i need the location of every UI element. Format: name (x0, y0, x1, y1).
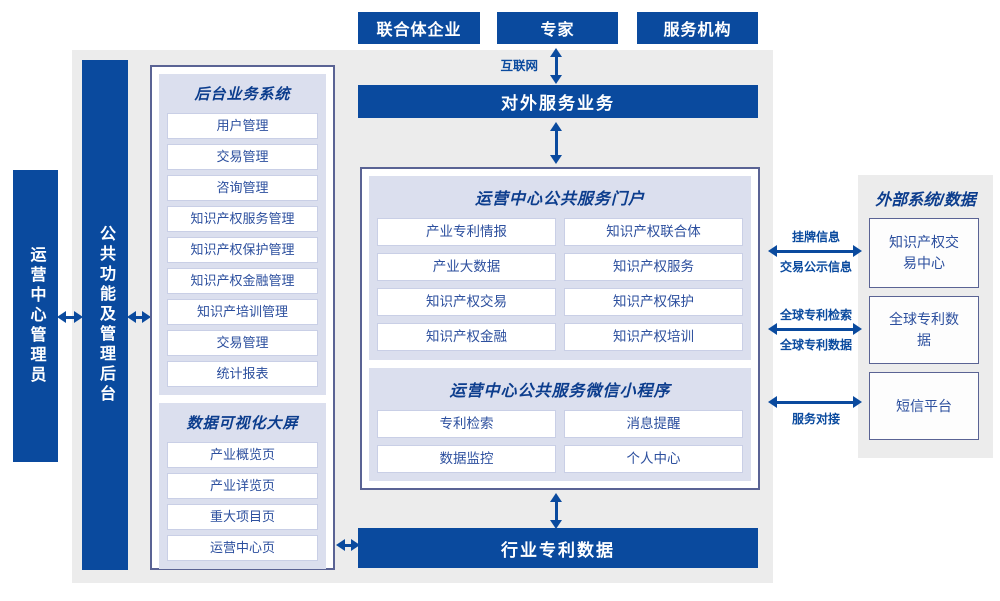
backend-system-section: 后台业务系统 用户管理 交易管理 咨询管理 知识产权服务管理 知识产权保护管理 … (159, 74, 326, 395)
leftbox-to-patentdata-arrow (344, 544, 352, 547)
portal-item: 知识产权保护 (564, 288, 743, 316)
public-functions-backend-bar: 公共功能及管理后台 (82, 60, 128, 570)
link-label-trade-publicity: 交易公示信息 (779, 260, 852, 274)
portal-item: 知识产权金融 (377, 323, 556, 351)
miniprogram-item: 专利检索 (377, 410, 556, 438)
admin-backend-arrow (65, 316, 75, 319)
data-viz-title: 数据可视化大屏 (186, 415, 299, 432)
link-label-global-patent-search: 全球专利检索 (779, 308, 852, 322)
link-label-listing-info: 挂牌信息 (791, 230, 840, 244)
internet-label: 互联网 (500, 59, 538, 73)
data-viz-section: 数据可视化大屏 产业概览页 产业详览页 重大项目页 运营中心页 (159, 403, 326, 569)
actor-label: 联合体企业 (376, 22, 462, 39)
backend-leftbox-arrow (135, 316, 143, 319)
service-to-portal-arrow (555, 130, 558, 156)
portal-to-patentdata-arrow (555, 501, 558, 521)
link-arrow-ip-trade (776, 250, 854, 253)
portal-section: 运营中心公共服务门户 产业专利情报 知识产权联合体 产业大数据 知识产权服务 知… (369, 176, 751, 360)
actor-expert: 专家 (497, 12, 618, 44)
miniprogram-item: 数据监控 (377, 445, 556, 473)
backend-item: 统计报表 (167, 361, 318, 387)
actor-service-agency: 服务机构 (637, 12, 758, 44)
miniprogram-title: 运营中心公共服务微信小程序 (449, 383, 671, 400)
portal-item: 知识产权交易 (377, 288, 556, 316)
external-system-ip-trade-center: 知识产权交易中心 (869, 218, 979, 288)
dataviz-item: 运营中心页 (167, 535, 318, 561)
portal-container: 运营中心公共服务门户 产业专利情报 知识产权联合体 产业大数据 知识产权服务 知… (360, 167, 760, 490)
external-system-global-patent-data: 全球专利数据 (869, 296, 979, 364)
operations-admin-bar: 运营中心管理员 (13, 170, 58, 462)
internet-double-arrow (555, 56, 558, 76)
link-arrow-sms (776, 401, 854, 404)
portal-item: 产业大数据 (377, 253, 556, 281)
backend-item: 交易管理 (167, 330, 318, 356)
backend-system-title: 后台业务系统 (194, 86, 291, 103)
industry-patent-data-label: 行业专利数据 (501, 540, 615, 560)
actor-consortium-enterprise: 联合体企业 (358, 12, 480, 44)
portal-item: 知识产权服务 (564, 253, 743, 281)
miniprogram-item: 个人中心 (564, 445, 743, 473)
link-arrow-global-patent (776, 328, 854, 331)
external-system-sms-platform: 短信平台 (869, 372, 979, 440)
miniprogram-section: 运营中心公共服务微信小程序 专利检索 消息提醒 数据监控 个人中心 (369, 368, 751, 481)
backend-item: 咨询管理 (167, 175, 318, 201)
backend-item: 知识产培训管理 (167, 299, 318, 325)
miniprogram-item: 消息提醒 (564, 410, 743, 438)
backend-item: 知识产权服务管理 (167, 206, 318, 232)
link-label-service-docking: 服务对接 (791, 412, 840, 426)
portal-item: 知识产权培训 (564, 323, 743, 351)
portal-item: 知识产权联合体 (564, 218, 743, 246)
backend-item: 用户管理 (167, 113, 318, 139)
link-label-global-patent-data: 全球专利数据 (779, 338, 852, 352)
backend-item: 交易管理 (167, 144, 318, 170)
backend-item: 知识产权保护管理 (167, 237, 318, 263)
actor-label: 专家 (540, 22, 575, 39)
actor-label: 服务机构 (663, 22, 732, 39)
industry-patent-data-bar: 行业专利数据 (358, 528, 758, 568)
external-service-bar: 对外服务业务 (358, 85, 758, 118)
dataviz-item: 产业概览页 (167, 442, 318, 468)
external-service-bar-label: 对外服务业务 (501, 94, 615, 113)
portal-title: 运营中心公共服务门户 (474, 191, 645, 208)
public-functions-backend-label: 公共功能及管理后台 (97, 225, 114, 405)
backend-container: 后台业务系统 用户管理 交易管理 咨询管理 知识产权服务管理 知识产权保护管理 … (150, 65, 335, 570)
dataviz-item: 产业详览页 (167, 473, 318, 499)
operations-admin-label: 运营中心管理员 (27, 246, 45, 386)
backend-item: 知识产权金融管理 (167, 268, 318, 294)
portal-item: 产业专利情报 (377, 218, 556, 246)
external-systems-title: 外部系统/数据 (875, 192, 976, 209)
dataviz-item: 重大项目页 (167, 504, 318, 530)
